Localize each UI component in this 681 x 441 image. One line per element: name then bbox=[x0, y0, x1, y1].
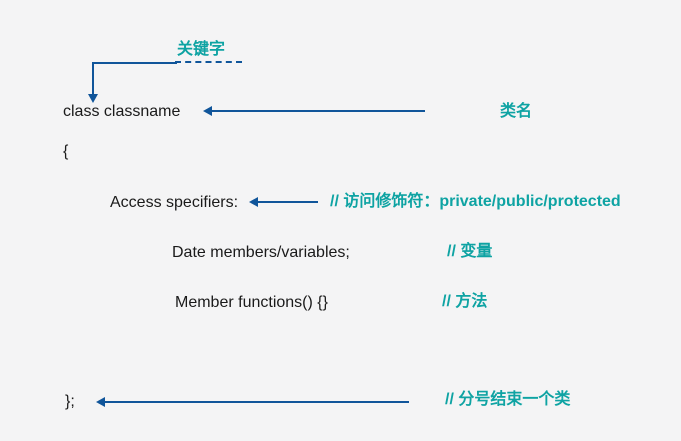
classname-arrow-line bbox=[210, 110, 425, 112]
closing-comment: // 分号结束一个类 bbox=[445, 391, 571, 408]
code-class-declaration: class classname bbox=[63, 103, 181, 120]
code-access-specifiers: Access specifiers: bbox=[110, 194, 239, 211]
code-member-functions: Member functions() {} bbox=[175, 294, 328, 311]
code-close-brace: }; bbox=[65, 393, 75, 410]
access-arrowhead-left-icon bbox=[249, 197, 258, 207]
keyword-arrow-horizontal-line bbox=[92, 62, 177, 64]
closing-arrow-line bbox=[104, 401, 409, 403]
keyword-arrowhead-down-icon bbox=[88, 94, 98, 103]
code-data-members: Date members/variables; bbox=[172, 244, 350, 261]
classname-label: 类名 bbox=[500, 103, 533, 120]
keyword-label-dashed-underline bbox=[175, 61, 242, 63]
keyword-label: 关键字 bbox=[177, 41, 226, 58]
access-comment: // 访问修饰符：private/public/protected bbox=[330, 193, 621, 210]
code-open-brace: { bbox=[63, 143, 69, 160]
access-arrow-line bbox=[257, 201, 318, 203]
closing-arrowhead-left-icon bbox=[96, 397, 105, 407]
method-comment: // 方法 bbox=[442, 293, 488, 310]
variable-comment: // 变量 bbox=[447, 243, 493, 260]
keyword-arrow-vertical-line bbox=[92, 62, 94, 95]
classname-arrowhead-left-icon bbox=[203, 106, 212, 116]
